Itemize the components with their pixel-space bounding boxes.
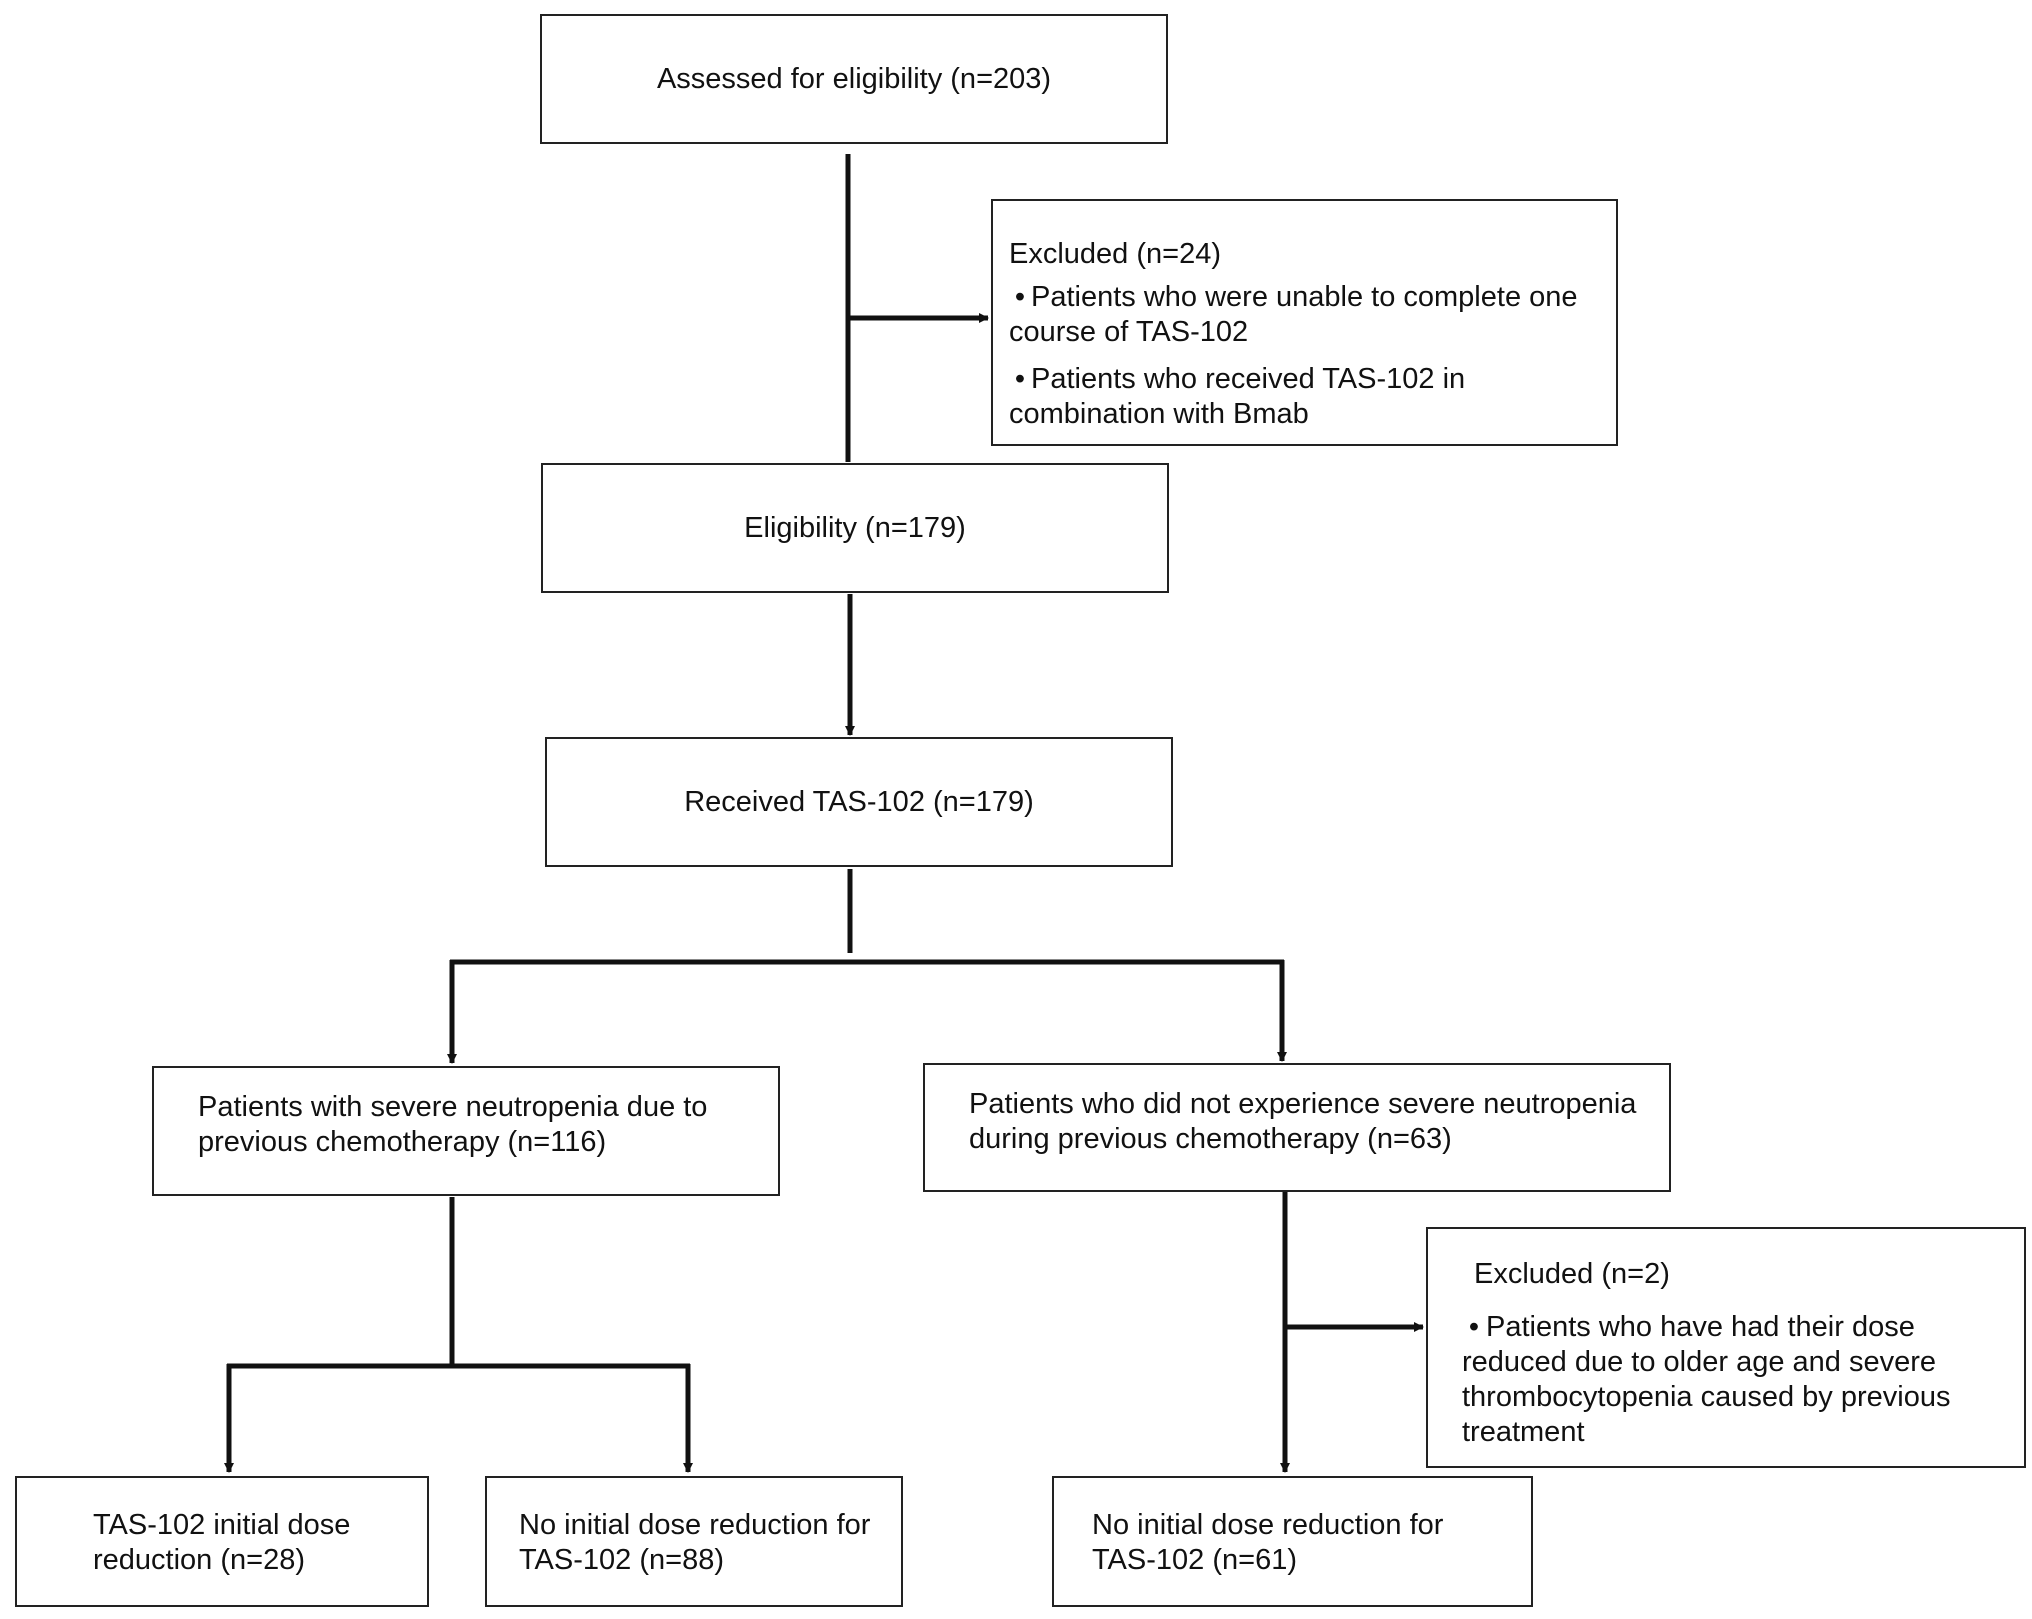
severe-neutropenia-line-1: Patients with severe neutropenia due to [198, 1091, 708, 1123]
excluded-2-bullet-line-4: treatment [1462, 1416, 1585, 1448]
eligibility-box: Eligibility (n=179) [541, 463, 1169, 593]
no-severe-neutropenia-line-1: Patients who did not experience severe n… [969, 1088, 1637, 1120]
no-reduction-left-line-1: No initial dose reduction for [519, 1509, 871, 1541]
bullet-icon: • [1468, 1311, 1480, 1343]
received-box: Received TAS-102 (n=179) [545, 737, 1173, 867]
no-severe-neutropenia-box: Patients who did not experience severe n… [923, 1063, 1671, 1192]
excluded-2-title: Excluded (n=2) [1474, 1258, 1670, 1290]
excluded-box-2: Excluded (n=2) •Patients who have had th… [1426, 1227, 2026, 1468]
eligibility-label: Eligibility (n=179) [744, 511, 966, 544]
received-label: Received TAS-102 (n=179) [684, 785, 1034, 818]
excluded-2-bullet-line-2: reduced due to older age and severe [1462, 1346, 1937, 1378]
excluded-2-bullet: •Patients who have had their dose reduce… [1462, 1310, 2008, 1450]
excluded-2-bullet-line-1: Patients who have had their dose [1486, 1311, 1915, 1343]
excluded-1-title: Excluded (n=24) [1009, 238, 1221, 270]
excluded-1-bullet-1-line-1: Patients who were unable to complete one [1031, 281, 1578, 313]
dose-reduction-line-1: TAS-102 initial dose [93, 1509, 351, 1541]
excluded-2-bullet-line-3: thrombocytopenia caused by previous [1462, 1381, 1951, 1413]
no-reduction-right-box: No initial dose reduction for TAS-102 (n… [1052, 1476, 1533, 1607]
severe-neutropenia-box: Patients with severe neutropenia due to … [152, 1066, 780, 1196]
assessed-label: Assessed for eligibility (n=203) [656, 62, 1052, 95]
excluded-box-1: Excluded (n=24) •Patients who were unabl… [991, 199, 1618, 446]
excluded-1-bullet-2-line-2: combination with Bmab [1009, 398, 1309, 430]
bullet-icon: • [1014, 281, 1026, 313]
excluded-1-bullet-1-line-2: course of TAS-102 [1009, 316, 1249, 348]
no-reduction-left-box: No initial dose reduction for TAS-102 (n… [485, 1476, 903, 1607]
severe-neutropenia-line-2: previous chemotherapy (n=116) [198, 1126, 607, 1158]
no-reduction-left-line-2: TAS-102 (n=88) [519, 1544, 724, 1576]
no-reduction-right-line-1: No initial dose reduction for [1092, 1509, 1444, 1541]
dose-reduction-line-2: reduction (n=28) [93, 1544, 305, 1576]
dose-reduction-box: TAS-102 initial dose reduction (n=28) [15, 1476, 429, 1607]
excluded-1-bullet-2-line-1: Patients who received TAS-102 in [1031, 363, 1466, 395]
excluded-1-bullet-2: •Patients who received TAS-102 in combin… [1009, 362, 1598, 432]
assessed-box: Assessed for eligibility (n=203) [540, 14, 1168, 144]
no-reduction-right-line-2: TAS-102 (n=61) [1092, 1544, 1297, 1576]
excluded-1-bullet-1: •Patients who were unable to complete on… [1009, 280, 1598, 350]
bullet-icon: • [1014, 363, 1026, 395]
no-severe-neutropenia-line-2: during previous chemotherapy (n=63) [969, 1123, 1452, 1155]
